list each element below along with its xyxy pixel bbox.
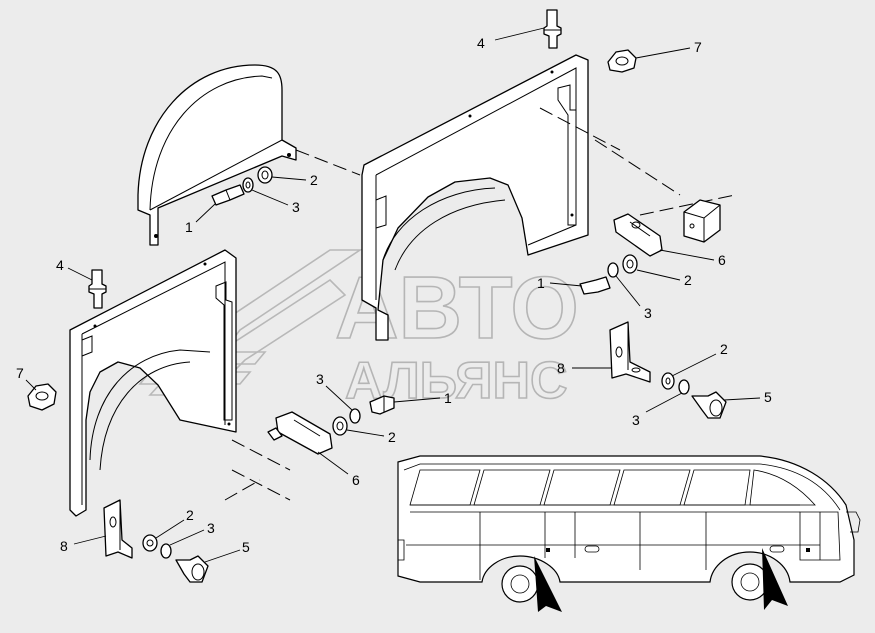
lower-flat-washer — [142, 534, 158, 552]
callout-7-upper-right: 7 — [694, 39, 702, 55]
lower-left-panel — [69, 249, 237, 517]
callout-8-right: 8 — [557, 360, 565, 376]
right-spring-washer — [678, 379, 690, 395]
callout-3-lower: 3 — [207, 520, 215, 536]
lower-mid-bolt — [369, 395, 395, 415]
callout-3-upper-left: 3 — [292, 199, 300, 215]
upper-right-panel — [361, 54, 589, 341]
callout-5-lower: 5 — [242, 539, 250, 555]
right-flat-washer — [661, 372, 675, 390]
lower-bracket — [103, 499, 133, 559]
callout-4-upper-right: 4 — [477, 35, 485, 51]
lower-callouts: 4 7 3 1 2 6 8 2 3 5 — [16, 257, 452, 563]
lower-left-pin — [88, 269, 107, 309]
upper-right-flat-washer — [622, 254, 638, 274]
callout-2-lower: 2 — [186, 507, 194, 523]
callout-2-upper-left: 2 — [310, 172, 318, 188]
lower-spring-washer — [160, 543, 172, 559]
upper-right-bolt — [579, 276, 611, 295]
callout-3-upper-right: 3 — [644, 305, 652, 321]
upper-right-callouts: 4 7 6 1 2 3 8 2 3 5 — [477, 27, 772, 428]
lower-mid-flat-washer — [332, 416, 348, 436]
callout-3-lower-mid: 3 — [316, 371, 324, 387]
upper-left-bolt — [211, 184, 245, 206]
upper-right-pin — [543, 9, 562, 49]
callout-2-upper-right: 2 — [684, 272, 692, 288]
lower-mid-plate — [267, 411, 333, 455]
lower-left-nut — [27, 383, 57, 411]
bus-icon — [397, 455, 861, 603]
upper-left-callouts: 1 2 3 — [185, 172, 318, 235]
callout-4-lower-left: 4 — [56, 257, 64, 273]
upper-right-spring-washer — [607, 262, 619, 278]
callout-1-lower-mid: 1 — [444, 390, 452, 406]
lower-mid-spring-washer — [349, 408, 361, 424]
right-bracket — [609, 321, 651, 383]
arrow-icon — [534, 548, 788, 612]
upper-left-arch-bracket — [137, 64, 297, 246]
upper-left-spring-washer — [242, 177, 254, 193]
callout-6-upper-right: 6 — [718, 252, 726, 268]
callout-7-lower-left: 7 — [16, 365, 24, 381]
callout-5-right: 5 — [764, 389, 772, 405]
upper-right-nut — [607, 49, 637, 73]
callout-3-right: 3 — [632, 412, 640, 428]
right-screw — [691, 391, 727, 419]
callout-2-lower-mid: 2 — [388, 429, 396, 445]
lower-screw — [175, 555, 209, 583]
callout-1-upper-right: 1 — [537, 275, 545, 291]
upper-left-flat-washer — [257, 166, 273, 184]
upper-right-block — [683, 199, 721, 243]
callout-2-right: 2 — [720, 341, 728, 357]
callout-8-lower: 8 — [60, 538, 68, 554]
upper-right-plate — [613, 213, 663, 257]
callout-1-upper-left: 1 — [185, 219, 193, 235]
callout-6-lower-mid: 6 — [352, 472, 360, 488]
